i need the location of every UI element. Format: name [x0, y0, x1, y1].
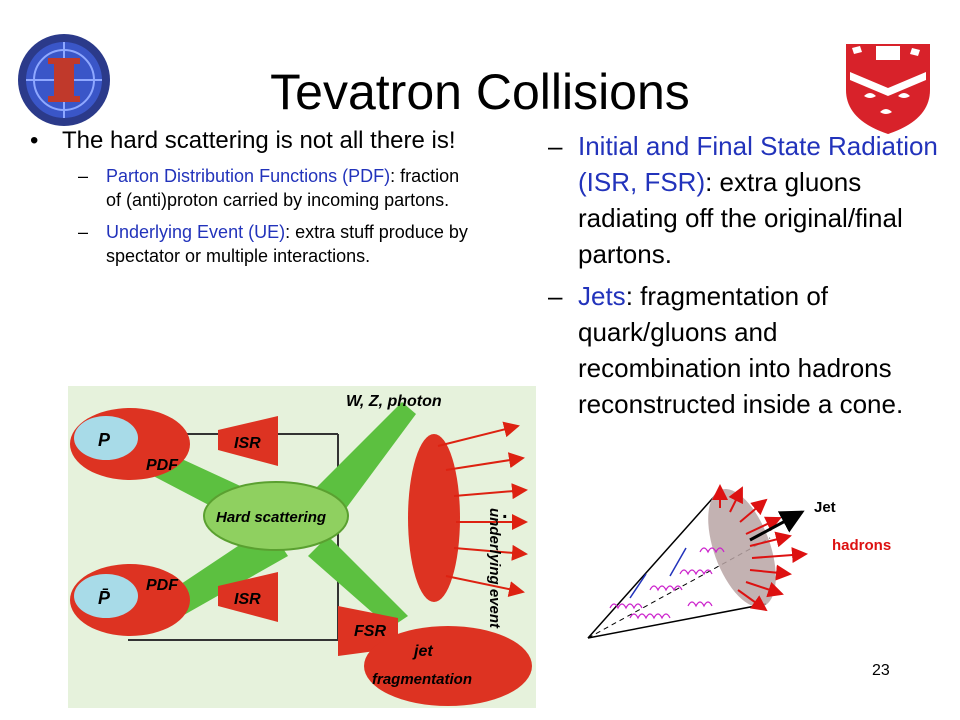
- dot-mark: .: [502, 501, 508, 523]
- hard-scattering-label: Hard scattering: [216, 509, 326, 526]
- dash-marker: –: [548, 281, 563, 311]
- proton-circle: [74, 416, 138, 460]
- fragmentation-blob: [364, 626, 532, 706]
- dash-marker: –: [78, 166, 89, 186]
- main-bullet: • The hard scattering is not all there i…: [28, 126, 478, 156]
- jet-text: Jet: [814, 499, 836, 516]
- cone-edge-bottom: [587, 603, 767, 639]
- jet-cone-figure: Jet hadrons: [587, 484, 891, 639]
- pdf-label-bottom: PDF: [146, 577, 179, 594]
- fsr-label: FSR: [354, 623, 386, 640]
- right-bullets: – Initial and Final State Radiation (ISR…: [548, 128, 940, 428]
- bullet-isr-fsr: – Initial and Final State Radiation (ISR…: [548, 128, 940, 272]
- bullet-rest: : fragmentation of quark/gluons and reco…: [578, 281, 904, 419]
- sub-bullet-rest: : fraction of (anti)proton carried by in…: [106, 166, 460, 210]
- wz-photon-label: W, Z, photon: [346, 393, 442, 410]
- ue-arrows: [437, 421, 528, 597]
- dash-marker: –: [78, 222, 89, 242]
- bullet-marker: •: [30, 127, 39, 154]
- collision-diagram: P PDF P̄ PDF ISR ISR Hard scattering W, …: [68, 386, 536, 708]
- hadron-arrows: [712, 484, 808, 612]
- sub-bullet-term: Underlying Event (UE): [106, 222, 286, 242]
- underlying-event-blob: [408, 434, 460, 602]
- fragmentation-label: fragmentation: [372, 671, 472, 688]
- isr-wedge-top: [218, 416, 278, 466]
- main-bullet-text: The hard scattering is not all there is!: [62, 127, 456, 154]
- dash-marker: –: [548, 131, 563, 161]
- isr-label-bottom: ISR: [234, 591, 261, 608]
- sub-bullet-rest: : extra stuff produce by spectator or mu…: [106, 222, 468, 266]
- page-number: 23: [872, 662, 890, 679]
- antiproton-circle: [74, 574, 138, 618]
- gluon-curls: [609, 547, 725, 620]
- bullet-rest: : extra gluons radiating off the origina…: [578, 167, 903, 269]
- parton-lines: [629, 547, 687, 599]
- jet-arrow: [749, 510, 805, 542]
- sub-bullet-pdf: – Parton Distribution Functions (PDF): f…: [28, 164, 478, 212]
- cone-edge-top: [587, 489, 721, 639]
- bullet-term: Initial and Final State Radiation (ISR, …: [578, 131, 938, 197]
- sub-bullet-ue: – Underlying Event (UE): extra stuff pro…: [28, 220, 478, 268]
- university-crest-logo: [846, 44, 930, 134]
- jet-label: jet: [412, 643, 433, 660]
- left-bullets: • The hard scattering is not all there i…: [28, 126, 478, 268]
- bullet-jets: – Jets: fragmentation of quark/gluons an…: [548, 278, 940, 422]
- hard-scattering-blob: [203, 481, 349, 551]
- sub-bullet-term: Parton Distribution Functions (PDF): [106, 166, 391, 186]
- slide-title: Tevatron Collisions: [270, 64, 690, 120]
- hadrons-text: hadrons: [832, 537, 891, 554]
- underlying-event-label: underlying event: [486, 508, 503, 629]
- cone-cap: [708, 488, 776, 608]
- proton-label: P: [98, 430, 111, 450]
- bullet-term: Jets: [578, 281, 626, 311]
- isr-wedge-bottom: [218, 572, 278, 622]
- isr-label-top: ISR: [234, 435, 261, 452]
- cdf-logo: [18, 34, 110, 126]
- pdf-label-top: PDF: [146, 457, 179, 474]
- antiproton-label: P̄: [98, 588, 111, 608]
